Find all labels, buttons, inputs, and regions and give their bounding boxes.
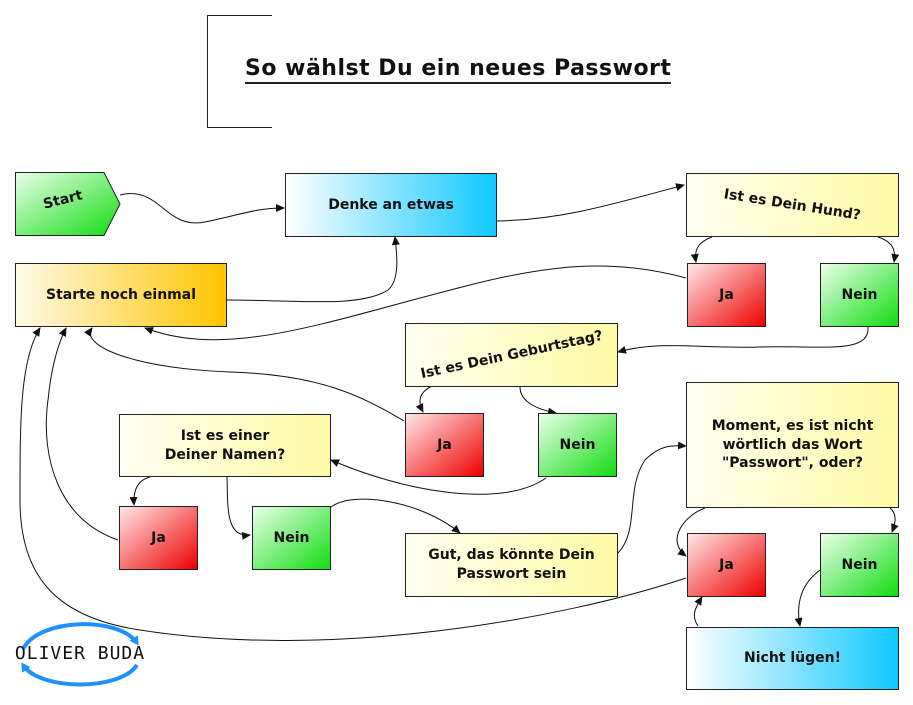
arrow-momentno-to-nolying — [794, 569, 821, 627]
name-no-node: Nein — [252, 506, 331, 570]
name-yes-node: Ja — [119, 506, 198, 570]
start-node: Start — [15, 172, 121, 236]
dog-no-node: Nein — [820, 263, 899, 327]
title-bracket — [207, 15, 272, 128]
logo-swoosh — [21, 622, 139, 687]
page-title: So wählst Du ein neues Passwort — [245, 56, 672, 84]
no-lying-node: Nicht lügen! — [686, 627, 899, 690]
name-question-node: Ist es einer Deiner Namen? — [119, 414, 331, 477]
birthday-yes-node: Ja — [405, 413, 484, 477]
arrow-name-to-no — [226, 476, 251, 540]
birthday-no-node: Nein — [538, 413, 617, 477]
arrow-think-to-dog — [496, 183, 685, 222]
oliver-buda-logo: OLIVER BUDA — [5, 621, 155, 687]
moment-question-node: Moment, es ist nicht wörtlich das Wort "… — [686, 382, 899, 508]
birthday-question-label: Ist es Dein Geburtstag? — [418, 327, 604, 382]
good-password-node: Gut, das könnte Dein Passwort sein — [405, 533, 618, 597]
dog-question-label: Ist es Dein Hund? — [722, 185, 863, 224]
arrow-moment-to-no — [889, 507, 899, 533]
arrow-restart-to-think — [226, 236, 400, 303]
arrow-bdayyes-to-restart — [84, 327, 405, 422]
arrow-name-to-yes — [129, 476, 151, 506]
arrow-good-to-moment — [617, 441, 687, 554]
arrow-nolying-to-momentyes — [693, 596, 703, 627]
restart-node: Starte noch einmal — [15, 263, 227, 327]
arrow-start-to-think — [119, 193, 285, 224]
arrow-dog-to-yes — [690, 236, 713, 263]
arrow-dog-to-no — [877, 236, 900, 263]
dog-yes-node: Ja — [687, 263, 766, 327]
arrow-dogno-to-birthday — [617, 326, 869, 354]
arrow-birthday-to-no — [519, 386, 557, 416]
birthday-question-node: Ist es Dein Geburtstag? — [405, 323, 618, 387]
logo-text: OLIVER BUDA — [14, 643, 146, 664]
dog-question-node: Ist es Dein Hund? — [686, 173, 899, 237]
arrow-nameno-to-good — [329, 498, 461, 534]
moment-yes-node: Ja — [687, 533, 766, 597]
arrow-birthday-to-yes — [415, 385, 433, 413]
moment-no-node: Nein — [820, 533, 899, 597]
think-node: Denke an etwas — [285, 173, 497, 237]
start-shape — [15, 172, 121, 236]
arrow-nameyes-to-restart — [45, 327, 119, 541]
